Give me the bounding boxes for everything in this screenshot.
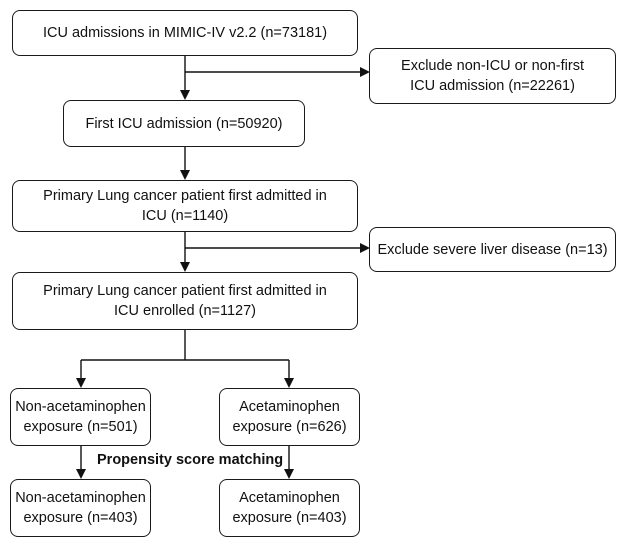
propensity-score-matching-label: Propensity score matching (97, 452, 284, 468)
right1-line2: exposure (n=626) (232, 419, 347, 435)
box4-line1: Primary Lung cancer patient first admitt… (43, 283, 327, 299)
box-exclude-non-icu: Exclude non-ICU or non-first ICU admissi… (369, 48, 616, 104)
box-non-acetaminophen-501: Non-acetaminophen exposure (n=501) (10, 388, 151, 446)
left2-line1: Non-acetaminophen (15, 490, 146, 506)
box-lung-cancer-icu: Primary Lung cancer patient first admitt… (12, 180, 358, 232)
box-first-icu-admission: First ICU admission (n=50920) (63, 100, 305, 147)
right1-line1: Acetaminophen (239, 399, 340, 415)
exclude1-line2: ICU admission (n=22261) (410, 78, 575, 94)
box-lung-cancer-enrolled: Primary Lung cancer patient first admitt… (12, 272, 358, 330)
box-acetaminophen-626: Acetaminophen exposure (n=626) (219, 388, 360, 446)
box-icu-admissions: ICU admissions in MIMIC-IV v2.2 (n=73181… (12, 10, 358, 56)
left2-line2: exposure (n=403) (23, 510, 138, 526)
left1-line1: Non-acetaminophen (15, 399, 146, 415)
box-acetaminophen-403: Acetaminophen exposure (n=403) (219, 479, 360, 537)
box-exclude-liver-disease: Exclude severe liver disease (n=13) (369, 227, 616, 272)
box3-line2: ICU (n=1140) (141, 208, 229, 224)
exclude2-text: Exclude severe liver disease (n=13) (377, 241, 608, 258)
box-icu-admissions-text: ICU admissions in MIMIC-IV v2.2 (n=73181… (42, 25, 328, 41)
box-first-icu-text: First ICU admission (n=50920) (85, 115, 283, 132)
exclude1-line1: Exclude non-ICU or non-first (401, 58, 584, 74)
left1-line2: exposure (n=501) (23, 419, 138, 435)
box4-line2: ICU enrolled (n=1127) (114, 303, 256, 319)
right2-line1: Acetaminophen (239, 490, 340, 506)
right2-line2: exposure (n=403) (232, 510, 347, 526)
box3-line1: Primary Lung cancer patient first admitt… (43, 188, 327, 204)
box-non-acetaminophen-403: Non-acetaminophen exposure (n=403) (10, 479, 151, 537)
